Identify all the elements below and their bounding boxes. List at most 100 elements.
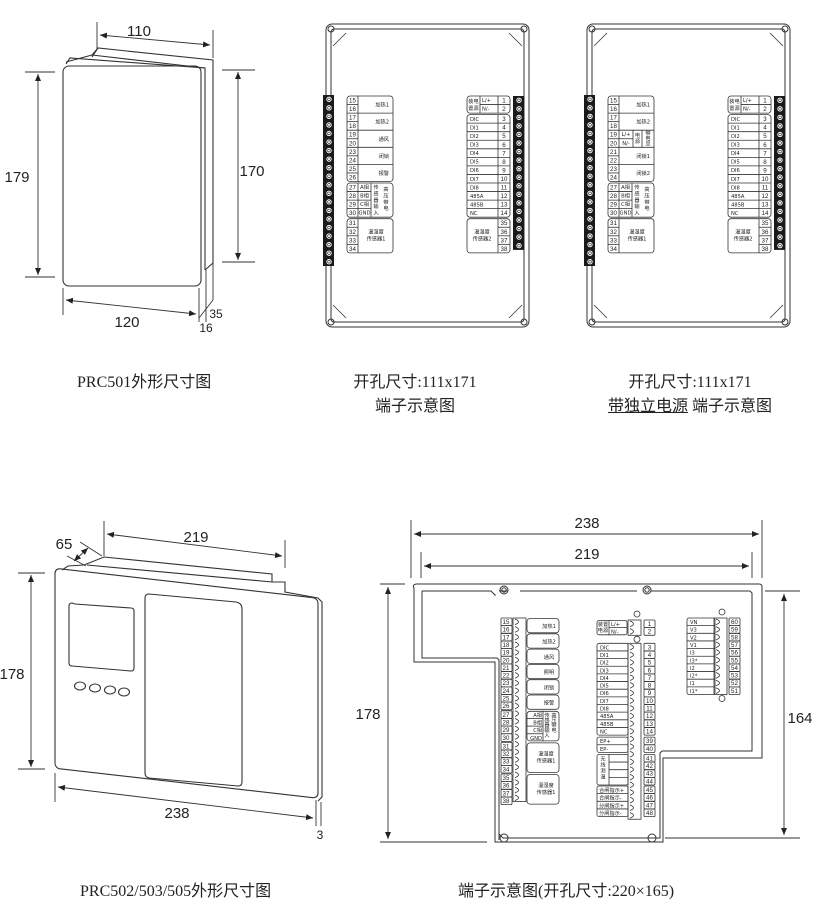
terminal-label: I3 (690, 651, 695, 657)
terminal-number: 59 (731, 627, 738, 634)
terminal-number: 16 (610, 106, 617, 113)
terminal-label: NC (600, 729, 608, 735)
terminal-screw-slot (588, 234, 592, 238)
terminal-screw-icon (515, 182, 523, 190)
terminal-screw-slot (327, 166, 331, 170)
terminal-clamp-icon (715, 664, 720, 671)
terminal-screw-icon (586, 189, 594, 197)
terminal-screw-slot (778, 209, 782, 214)
terminal-number: 14 (646, 728, 653, 735)
terminal-screw-slot (327, 174, 331, 178)
terminal-number: 17 (503, 634, 510, 641)
power-label: 置源 (468, 104, 479, 112)
terminal-clamp-icon (629, 674, 634, 681)
terminal-screw-icon (776, 242, 784, 250)
terminal-number: 13 (646, 721, 653, 728)
terminal-clamp-icon (715, 672, 720, 679)
terminal-screw-icon (776, 199, 784, 207)
terminal-screw-slot (778, 158, 782, 162)
terminal-label: DIC (731, 117, 741, 123)
terminal-label: N/- (743, 107, 751, 113)
terminal-column-body (627, 642, 642, 820)
mounting-hole-icon (781, 318, 789, 326)
terminal-number: 31 (610, 220, 617, 227)
terminal-number: 15 (503, 619, 510, 626)
terminal-label: DI4 (600, 676, 610, 682)
terminal-screw-slot (588, 166, 592, 170)
terminal-screw-icon (515, 199, 523, 207)
terminal-number: 60 (731, 619, 738, 626)
vertical-char: 输 (373, 202, 379, 210)
terminal-screw-slot (327, 208, 331, 213)
terminal-screw-icon (776, 130, 784, 138)
terminal-screw-slot (327, 131, 331, 136)
terminal-screw-icon (776, 225, 784, 233)
terminal-number: 19 (610, 132, 617, 139)
terminal-clamp-icon (629, 751, 634, 758)
prc501-dim-top-width: 110 (127, 23, 151, 40)
terminal-screw-slot (588, 123, 592, 127)
terminal-screw-slot (588, 208, 592, 213)
terminal-number: 31 (503, 743, 510, 750)
terminal-number: 33 (610, 237, 617, 244)
terminal-screw-icon (586, 121, 594, 129)
terminal-number: 14 (762, 210, 769, 217)
terminal-screw-slot (778, 175, 782, 179)
terminal-screw-icon (515, 216, 523, 224)
terminal-screw-icon (776, 105, 784, 113)
terminal-screw-slot (517, 209, 521, 214)
temp-sensor-label: 温湿度 (368, 228, 384, 236)
caption-prc501: PRC501外形尺寸图 (77, 374, 212, 391)
terminal-number: 38 (762, 246, 769, 253)
corner-brace (332, 304, 347, 319)
terminal-clamp-icon (514, 748, 519, 756)
terminal-big-dimensions (380, 520, 800, 843)
terminal-screw-icon (325, 249, 333, 257)
vertical-char: 带 (551, 722, 556, 729)
terminal-label: 加热2 (542, 637, 556, 645)
terminal-label: EP+ (600, 739, 611, 745)
vertical-char: 带 (644, 199, 649, 206)
terminal-label: DI5 (470, 160, 479, 166)
vertical-char: 感 (373, 189, 378, 197)
terminal-label: DI2 (731, 134, 740, 140)
corner-brace (769, 32, 784, 47)
vertical-char: 入 (544, 733, 549, 739)
screw-icon (633, 610, 641, 618)
terminal-number: 4 (648, 652, 652, 659)
corner-brace (593, 304, 608, 319)
terminal-column-body (713, 617, 728, 695)
terminal-number: 28 (503, 719, 510, 726)
corner-brace (332, 32, 347, 47)
terminal-number: 28 (349, 193, 356, 200)
terminal-label: DI6 (731, 168, 740, 174)
terminal-label: NC (470, 211, 478, 217)
prc502-dim-top-width: 219 (183, 529, 208, 546)
terminal-clamp-icon (715, 618, 720, 626)
vertical-char: 器 (634, 197, 640, 204)
mid-terminal-column (627, 642, 642, 820)
terminal-screw-icon (776, 182, 784, 190)
vertical-char: 电 (383, 204, 388, 212)
terminal-clamp-icon (629, 812, 634, 819)
relay-label-box (526, 648, 560, 664)
terminal-clamp-icon (514, 771, 519, 779)
terminal-screw-icon (586, 104, 594, 112)
terminal-screw-icon (515, 207, 523, 215)
terminal-screw-slot (327, 148, 331, 153)
terminal-screw-icon (586, 215, 594, 223)
terminal-number: 24 (610, 174, 617, 181)
terminal-screw-icon (776, 216, 784, 224)
corner-brace (593, 32, 608, 47)
terminal-number: 1 (763, 98, 767, 105)
terminal-clamp-icon (629, 789, 634, 796)
terminal-number: 2 (502, 106, 506, 113)
terminal-clamp-icon (629, 620, 634, 628)
terminal-number: 37 (762, 237, 769, 244)
terminal-clamp-icon (629, 689, 634, 697)
vertical-char: 入 (634, 211, 639, 217)
terminal-clamp-icon (629, 773, 634, 781)
